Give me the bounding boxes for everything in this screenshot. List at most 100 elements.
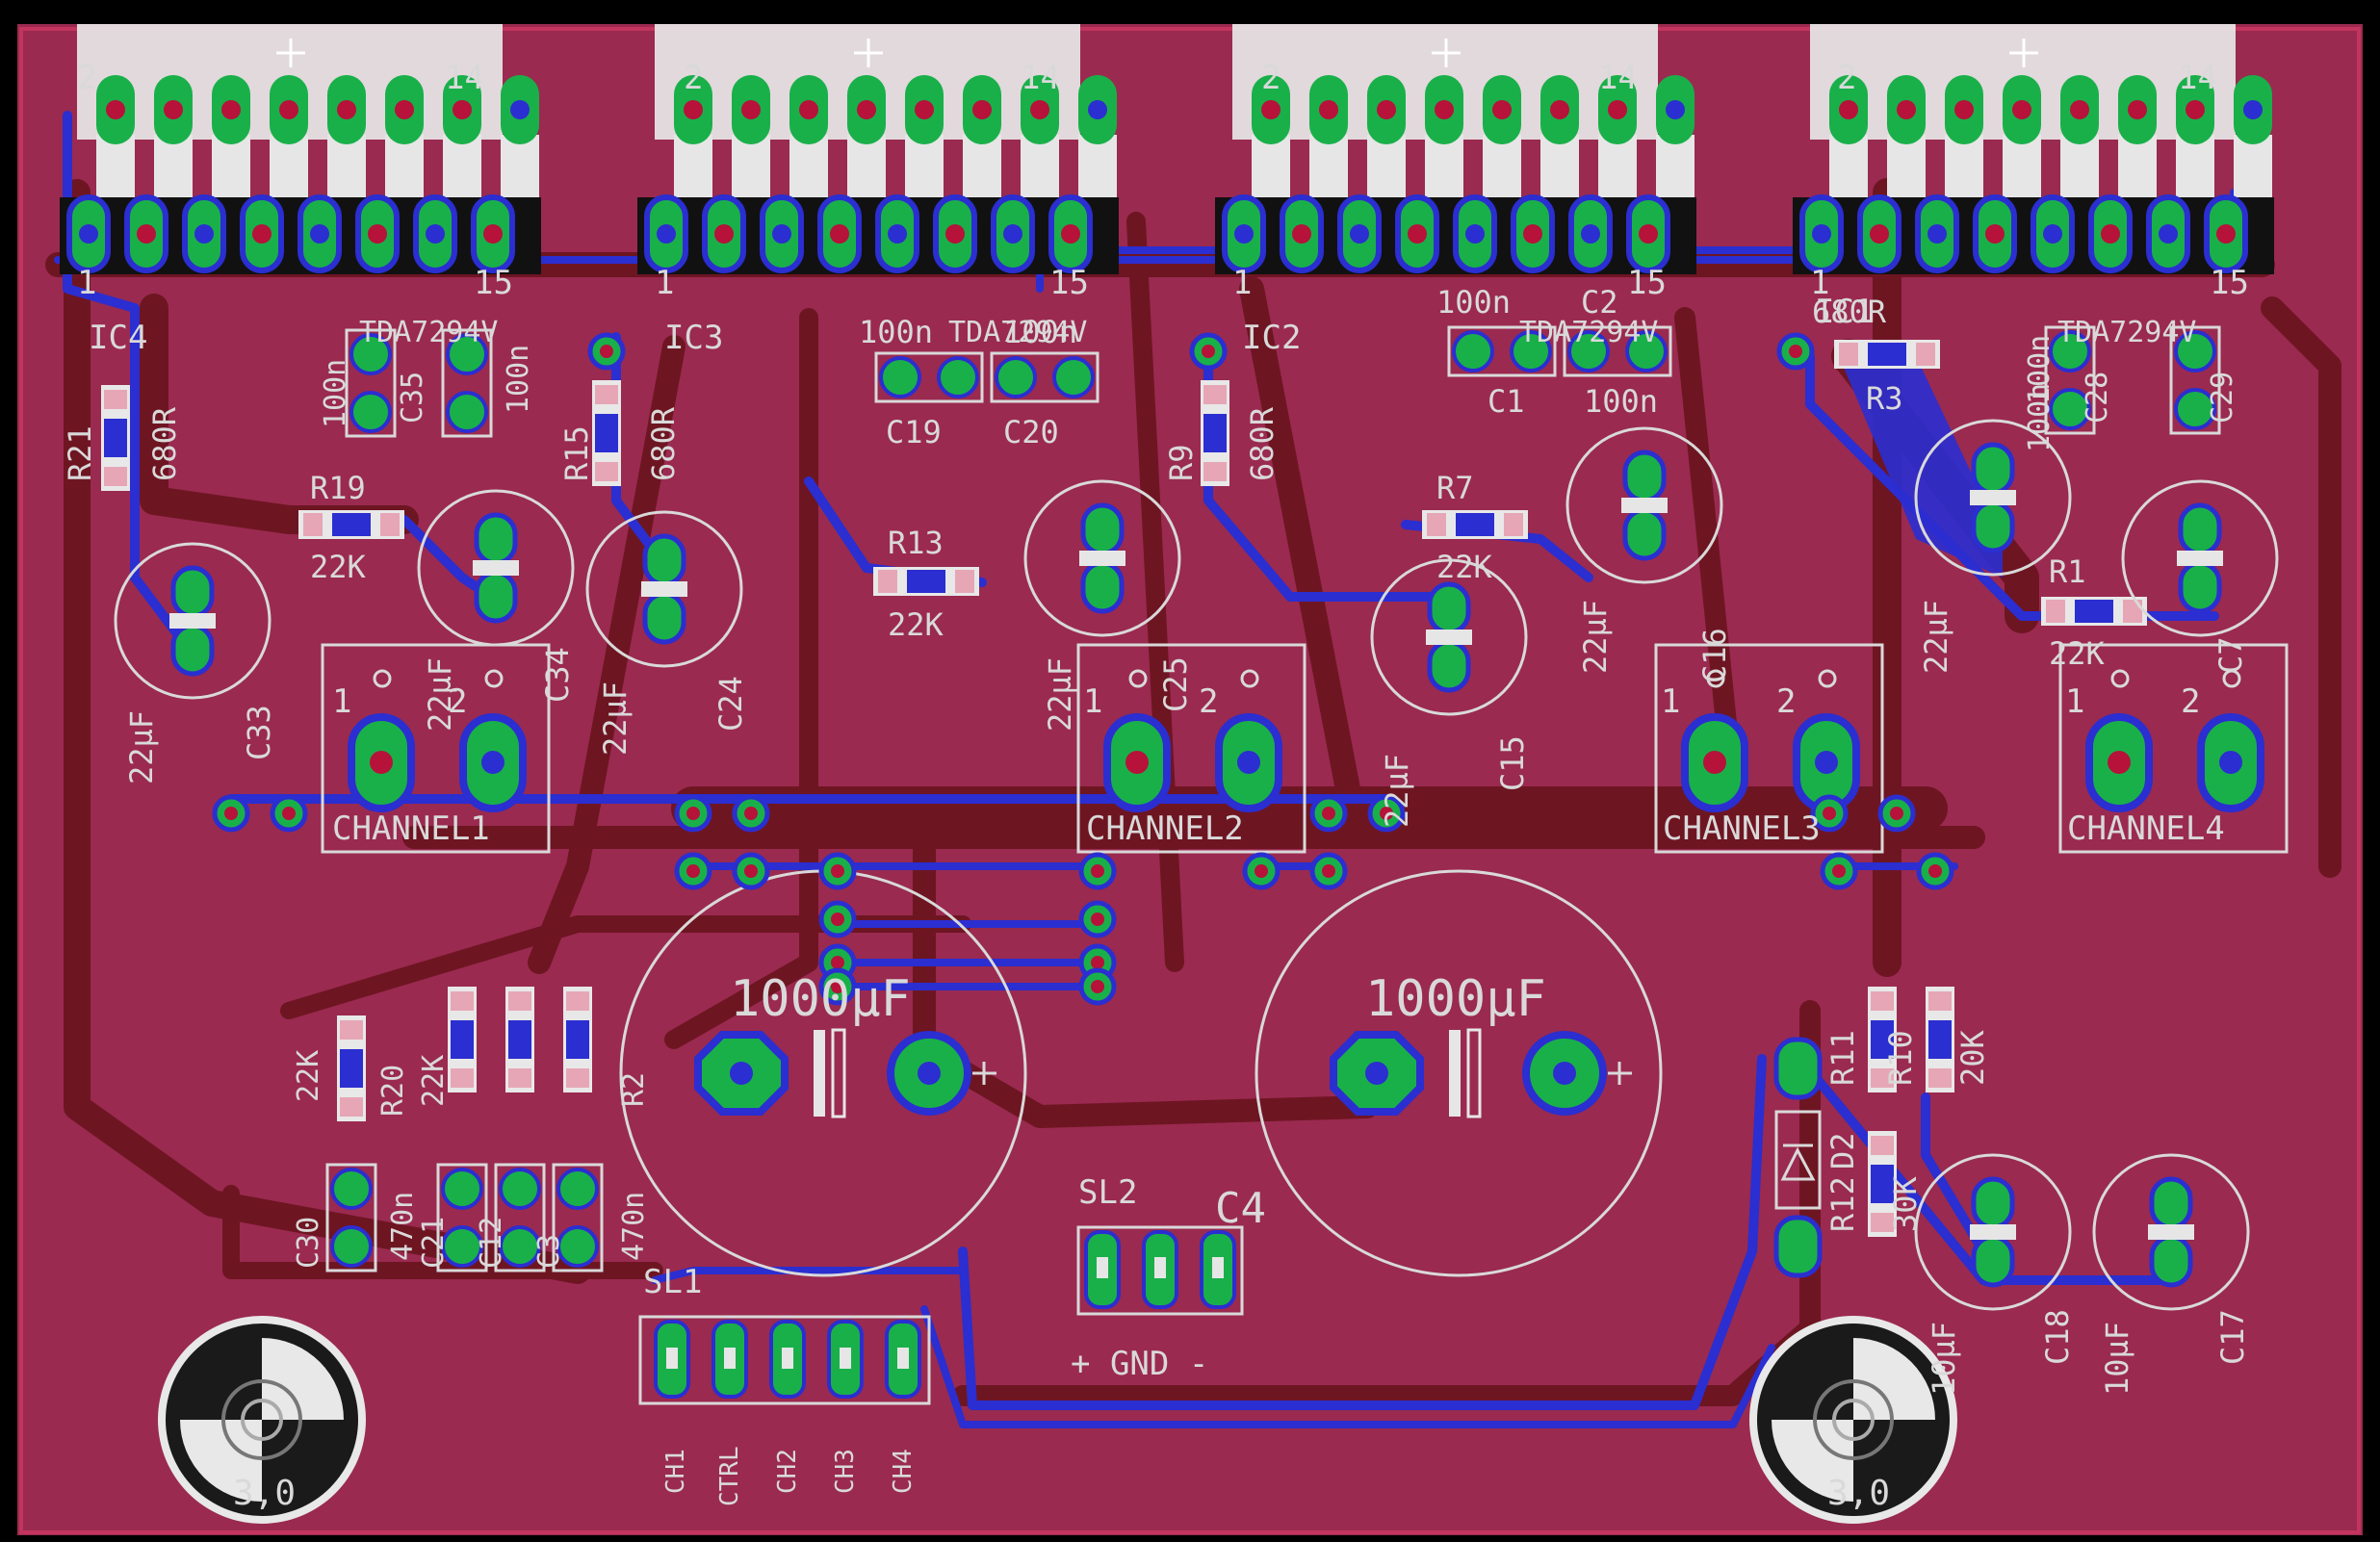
silk-label: 100n — [1003, 314, 1077, 350]
bottom-trace — [920, 1305, 1775, 1428]
silk-label: R7 — [1436, 470, 1474, 506]
via-drill — [1091, 956, 1104, 969]
resistor-pad — [2046, 600, 2065, 623]
resistor-element — [1868, 343, 1906, 366]
ceramic-pad — [1452, 330, 1494, 373]
silk-label: R9 — [1163, 444, 1200, 481]
resistor-pad — [566, 1068, 589, 1088]
capacitor-pad — [1971, 1234, 2015, 1288]
ceramic-outline — [436, 1163, 488, 1272]
via-drill — [1091, 864, 1104, 878]
pad-drill — [945, 224, 965, 244]
capacitor-pad — [1622, 507, 1667, 561]
silk-label: C28 — [2081, 372, 2114, 424]
via-drill — [831, 864, 844, 878]
capacitor-plate — [2148, 1224, 2194, 1240]
ic-pin-leg — [443, 135, 481, 202]
resistor-pad — [1871, 1068, 1894, 1088]
resistor-pad — [1928, 1068, 1952, 1088]
resistor-element — [907, 570, 945, 593]
ic-pin-leg — [1540, 135, 1579, 202]
resistor-element — [508, 1020, 531, 1059]
pad-drill — [483, 224, 503, 244]
capacitor-outline — [585, 510, 743, 668]
silk-label: C34 — [539, 647, 576, 703]
silk-label: 100n — [319, 359, 352, 428]
mounting-hole-rim — [1832, 1399, 1875, 1441]
pad-drill — [2043, 224, 2062, 244]
ceramic-pad — [1510, 330, 1552, 373]
header-outline — [638, 1315, 931, 1405]
capacitor-outline — [1914, 1153, 2072, 1311]
ceramic-pad — [556, 1225, 599, 1268]
capacitor-pad — [642, 591, 686, 645]
resistor-element — [1928, 1020, 1952, 1059]
mounting-hole-rim — [221, 1379, 302, 1460]
capacitor-pad — [1080, 560, 1125, 614]
ic-pin-number: 2 — [77, 59, 96, 97]
ceramic-outline — [325, 1163, 377, 1272]
via-drill — [744, 807, 758, 820]
pad-drill — [2070, 100, 2089, 119]
pad-drill — [1639, 224, 1658, 244]
silk-label: R13 — [888, 525, 944, 561]
via-drill — [600, 345, 613, 358]
silk-label: R11 — [1824, 1030, 1861, 1086]
ic-pin-number: 15 — [474, 264, 513, 302]
pin-drill — [1097, 1257, 1108, 1278]
via-drill — [224, 807, 238, 820]
capacitor-pad — [1971, 442, 2015, 496]
ceramic-pad — [330, 1225, 373, 1268]
ic-pin-number: 14 — [1598, 59, 1638, 97]
pin-drill — [897, 1348, 909, 1369]
ic-pin-leg — [1483, 135, 1521, 202]
via-drill — [686, 864, 700, 878]
capacitor-plate — [1970, 1224, 2016, 1240]
ceramic-outline — [441, 328, 493, 438]
silk-label: C17 — [2214, 1309, 2251, 1365]
pad-drill — [395, 100, 414, 119]
silk-label: 22K — [292, 1050, 325, 1102]
pad-drill — [137, 224, 156, 244]
ceramic-pad — [446, 333, 488, 375]
pad-drill — [1465, 224, 1485, 244]
ic-pin-leg — [1887, 135, 1926, 202]
ceramic-pad — [330, 1168, 373, 1210]
silk-label: 22K — [2049, 635, 2106, 672]
silk-label: TDA7294V — [359, 316, 499, 349]
capacitor-outline — [1023, 479, 1181, 637]
silk-label: C16 — [1696, 628, 1733, 683]
big-cap-plate — [1449, 1030, 1461, 1117]
silk-label: 22µF — [123, 710, 160, 784]
pad-drill — [1985, 224, 2005, 244]
via-drill — [1091, 980, 1104, 993]
resistor-element — [566, 1020, 589, 1059]
pad-drill — [2128, 100, 2147, 119]
capacitor-pad — [170, 565, 215, 619]
ic-pin-number: 14 — [2178, 59, 2217, 97]
ic-pin-leg — [327, 135, 366, 202]
ic-pin-leg — [1252, 135, 1290, 202]
silk-label: C29 — [2206, 372, 2239, 424]
via-drill — [744, 864, 758, 878]
ceramic-pad — [879, 356, 921, 398]
ic-pin-number: 1 — [1810, 264, 1829, 302]
silk-label: TDA7294V — [1519, 316, 1659, 349]
pad-drill — [2101, 224, 2120, 244]
pad-drill — [888, 224, 907, 244]
capacitor-pad — [1427, 581, 1471, 635]
resistor-pad — [340, 1097, 363, 1117]
pad-drill — [918, 1062, 941, 1085]
resistor-pad — [1203, 462, 1227, 481]
pad-drill — [1003, 224, 1022, 244]
pad-drill — [972, 100, 992, 119]
ceramic-pad — [446, 391, 488, 433]
ceramic-pad — [441, 1225, 483, 1268]
top-trace — [2261, 296, 2341, 878]
sl1-pin-label: CH1 — [661, 1449, 690, 1494]
pin-drill — [1212, 1257, 1224, 1278]
ic-name: IC2 — [1242, 319, 1301, 357]
silk-label: R15 — [558, 425, 595, 481]
pad-drill — [1897, 100, 1916, 119]
ic-pin-number: 15 — [1627, 264, 1667, 302]
